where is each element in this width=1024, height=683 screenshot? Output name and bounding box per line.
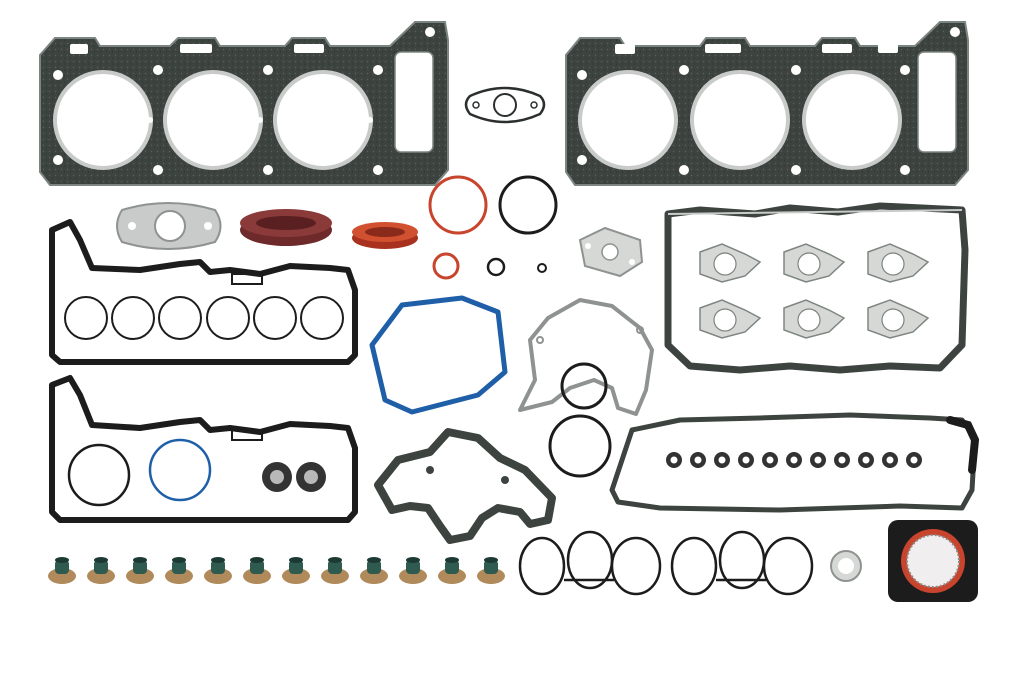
blue-cover-gasket bbox=[369, 295, 508, 415]
exhaust-manifold-gasket bbox=[664, 202, 969, 374]
valve-stem-seal bbox=[243, 557, 271, 584]
egr-flange-gasket bbox=[116, 202, 222, 250]
cylinder-head-gasket-right bbox=[565, 21, 969, 186]
valve-stem-seal bbox=[165, 557, 193, 584]
cylinder-head-gasket-left bbox=[39, 21, 449, 186]
valve-stem-seal bbox=[126, 557, 154, 584]
intake-manifold-gaskets-right bbox=[670, 530, 814, 596]
intake-manifold-gaskets-left bbox=[518, 530, 662, 596]
rear-seal-orange bbox=[352, 222, 418, 249]
thermostat-gasket bbox=[578, 226, 644, 278]
timing-cover-gasket bbox=[518, 298, 654, 416]
valve-cover-gasket-upper bbox=[49, 219, 358, 365]
valve-stem-seal bbox=[360, 557, 388, 584]
oil-pan-gasket bbox=[609, 412, 980, 513]
valve-stem-seal bbox=[438, 557, 466, 584]
front-crank-seal bbox=[240, 209, 332, 246]
valve-stem-seal bbox=[48, 557, 76, 584]
valve-stem-seal bbox=[477, 557, 505, 584]
camshaft-seals bbox=[262, 462, 326, 492]
exhaust-flange-gasket-small bbox=[464, 86, 546, 124]
valve-stem-seal bbox=[87, 557, 115, 584]
water-pump-gasket bbox=[374, 428, 556, 544]
valve-stem-seal bbox=[282, 557, 310, 584]
o-rings-middle bbox=[548, 362, 612, 478]
o-rings bbox=[428, 175, 558, 280]
valve-cover-gasket-lower bbox=[49, 375, 358, 523]
valve-stem-seal bbox=[321, 557, 349, 584]
valve-stem-seals bbox=[48, 557, 505, 584]
throttle-body-gasket bbox=[888, 520, 978, 602]
crush-washer bbox=[830, 550, 862, 582]
valve-stem-seal bbox=[204, 557, 232, 584]
valve-stem-seal bbox=[399, 557, 427, 584]
